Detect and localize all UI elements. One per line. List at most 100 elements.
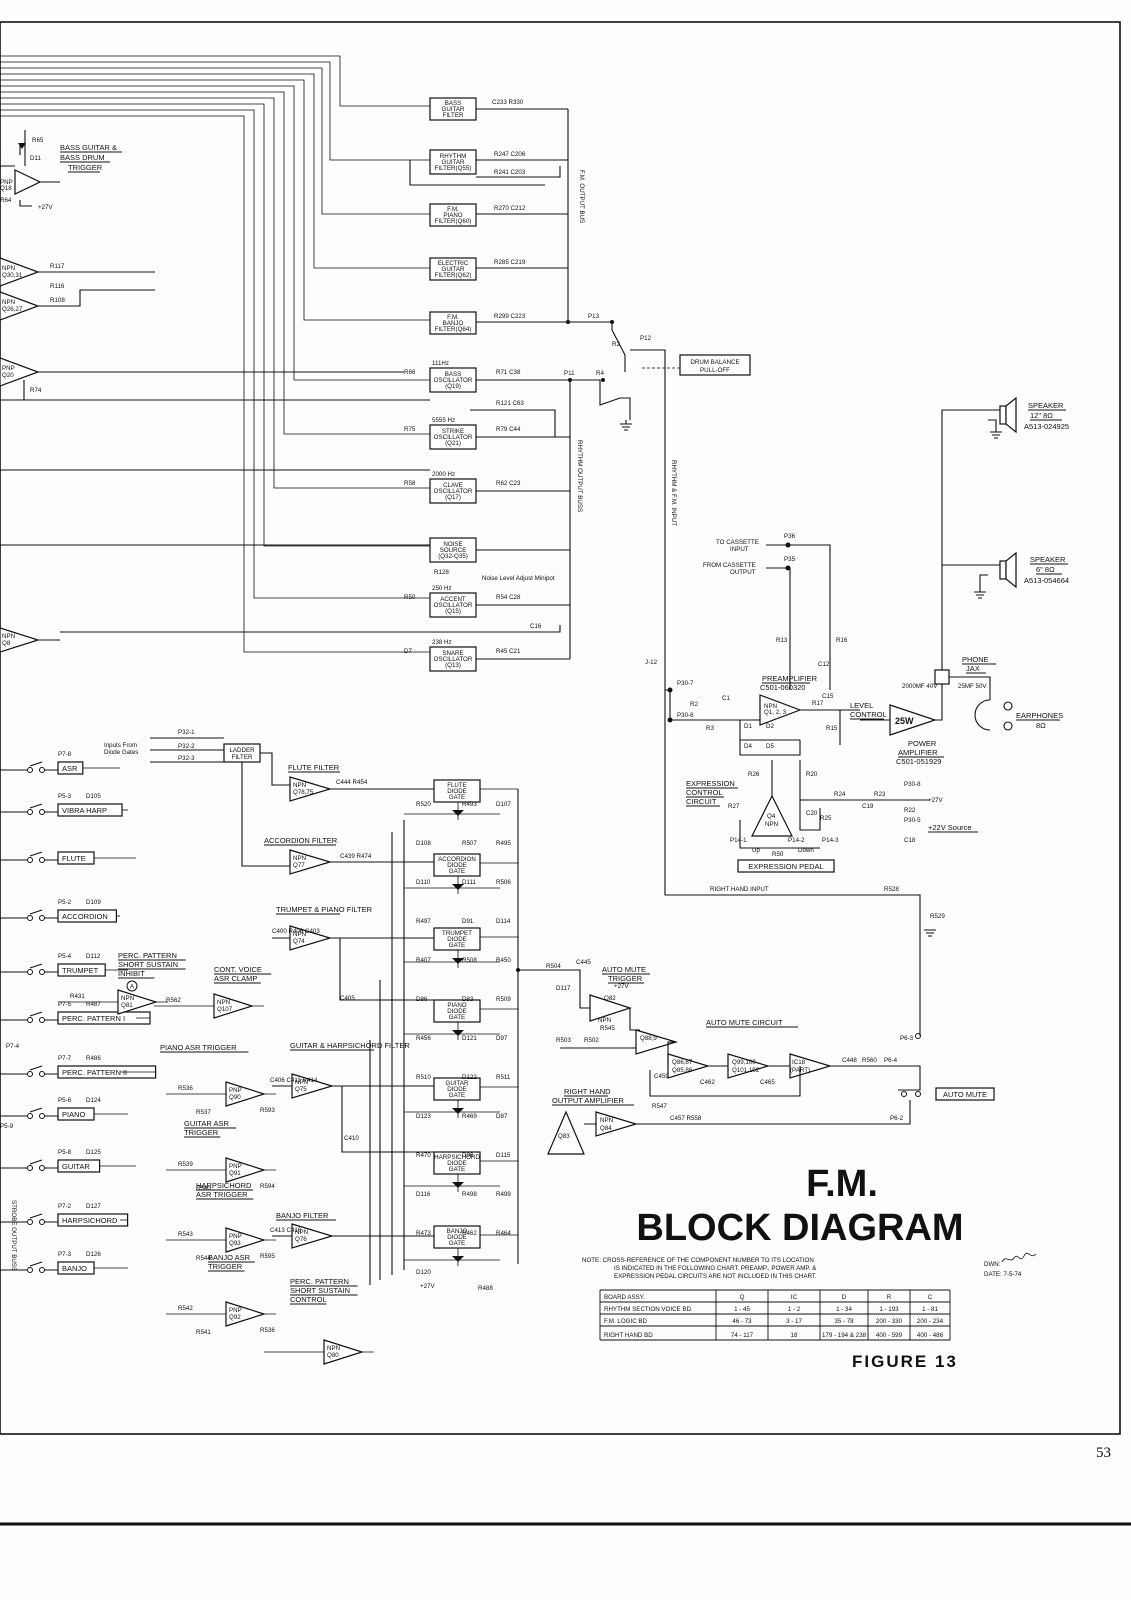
automute-part: C459 bbox=[654, 1073, 669, 1080]
automute-part: Q88,9 bbox=[640, 1035, 657, 1042]
rhythm-fm-input-label: RHYTHM & F.M. INPUT bbox=[670, 460, 677, 526]
pnp-label: PNP bbox=[0, 179, 13, 186]
gate-text: HARPSICHORD bbox=[434, 1154, 480, 1161]
automute-part: IC18 bbox=[792, 1059, 806, 1066]
gate-text: DIODE bbox=[447, 1234, 467, 1241]
vf-npn: NPN bbox=[295, 1079, 308, 1086]
r4-label: R4 bbox=[596, 370, 604, 377]
gate-diode bbox=[452, 1030, 464, 1036]
switch-contact bbox=[27, 1071, 33, 1077]
osc-text: BASS bbox=[445, 371, 462, 378]
switch-contact bbox=[39, 1017, 45, 1023]
r16-label: R16 bbox=[836, 637, 848, 644]
gate-part: R506 bbox=[496, 879, 511, 886]
page-number: 53 bbox=[1096, 1445, 1111, 1461]
automute-part: +27V bbox=[614, 983, 629, 990]
earphones: EARPHONES 8Ω bbox=[1016, 711, 1063, 730]
v27-label: +27V bbox=[928, 797, 943, 804]
osc-text: SNARE bbox=[442, 650, 463, 657]
trigger-out: R540 bbox=[196, 1185, 211, 1192]
q20-label: Q20 bbox=[2, 372, 14, 379]
gate-box bbox=[433, 853, 481, 877]
trigger-type: PNP bbox=[229, 1087, 242, 1094]
gate-part: R509 bbox=[496, 996, 511, 1003]
trigger-title: ASR TRIGGER bbox=[196, 1190, 248, 1199]
gate-text: GATE bbox=[449, 942, 465, 949]
switch-label: VIBRA HARP bbox=[62, 806, 107, 815]
gate-bus bbox=[369, 789, 560, 1285]
trigger-title: CONT. VOICE bbox=[214, 965, 262, 974]
switch-wire bbox=[0, 1159, 58, 1169]
trigger-q: Q90 bbox=[229, 1094, 241, 1101]
npn-label: NPN bbox=[2, 299, 15, 306]
strobe-bus-label: STROBE OUTPUT BUSS bbox=[10, 1200, 17, 1271]
switch-diode: D124 bbox=[86, 1097, 101, 1104]
note-line2: IS INDICATED IN THE FOLLOWING CHART. PRE… bbox=[614, 1265, 817, 1272]
gate-part: R407 bbox=[416, 957, 431, 964]
trigger-title: PIANO ASR TRIGGER bbox=[160, 1043, 237, 1052]
switch-label: FLUTE bbox=[62, 854, 86, 863]
r117-label: R117 bbox=[50, 263, 65, 270]
voice-filter-trumpet: TRUMPET & PIANO FILTER NPN Q74 C400 R406… bbox=[272, 905, 434, 1001]
title-block: F.M. BLOCK DIAGRAM bbox=[636, 1163, 963, 1249]
d4-label: D4 bbox=[744, 743, 752, 750]
gate-part: D120 bbox=[416, 1269, 431, 1276]
vf-parts: C439 R474 bbox=[340, 853, 372, 860]
gate-diode bbox=[452, 1182, 464, 1188]
earphones-line1: EARPHONES bbox=[1016, 711, 1063, 720]
gate-text: DIODE bbox=[447, 1086, 467, 1093]
trigger-title: ASR CLAMP bbox=[214, 974, 257, 983]
table-cell: 18 bbox=[791, 1332, 798, 1339]
trigger-type: PNP bbox=[229, 1307, 242, 1314]
d5-label: D5 bbox=[766, 743, 774, 750]
bass-trigger-line1: BASS GUITAR & bbox=[60, 143, 117, 152]
switch-contact bbox=[39, 1071, 45, 1077]
r3-label: R3 bbox=[706, 725, 714, 732]
gate-diode bbox=[452, 810, 464, 816]
gate-part: R462 bbox=[462, 1230, 477, 1237]
speaker-6: SPEAKER 6" 8Ω A513-054664 bbox=[974, 551, 1069, 599]
osc-text: (Q21) bbox=[445, 440, 461, 447]
switch-contact bbox=[39, 915, 45, 921]
automute-part: C445 bbox=[576, 959, 591, 966]
trigger-part: R431 bbox=[70, 993, 85, 1000]
osc-text: CLAVE bbox=[443, 482, 463, 489]
osc-freq: 250 Hz bbox=[432, 585, 452, 592]
osc-parts: R62 C23 bbox=[496, 480, 521, 487]
power-amp-part: C501-051929 bbox=[896, 757, 941, 766]
gate-part: D97 bbox=[496, 1035, 508, 1042]
preamp-title: PREAMPLIFIER bbox=[762, 674, 818, 683]
gate-part: D107 bbox=[496, 801, 511, 808]
switch-wire bbox=[0, 909, 58, 919]
r17-label: R17 bbox=[812, 700, 824, 707]
r27-label: R27 bbox=[728, 803, 740, 810]
gate-text: DIODE bbox=[447, 862, 467, 869]
switch-diode: D105 bbox=[86, 793, 101, 800]
automute-part: P6-2 bbox=[890, 1115, 904, 1122]
switch-pin: P7-8 bbox=[58, 751, 72, 758]
c19-label: C19 bbox=[862, 803, 874, 810]
table-cell: 1 - 45 bbox=[734, 1306, 750, 1313]
osc-parts: R45 C21 bbox=[496, 648, 521, 655]
misc-p7-4: P7-4 bbox=[6, 1043, 20, 1050]
switch-diode: D112 bbox=[86, 953, 101, 960]
filter-text: FILTER(Q64) bbox=[435, 326, 472, 333]
c15-label: C15 bbox=[822, 693, 834, 700]
c16-label: C16 bbox=[530, 623, 542, 630]
switch-label: BANJO bbox=[62, 1264, 87, 1273]
switch-contact bbox=[39, 1219, 45, 1225]
gate-box bbox=[433, 1225, 481, 1249]
filter-parts: R285 C219 bbox=[494, 259, 526, 266]
vf-q: Q75 bbox=[295, 1086, 307, 1093]
gate-part: D121 bbox=[462, 1035, 477, 1042]
signature bbox=[1001, 1252, 1037, 1263]
r26-label: R26 bbox=[748, 771, 760, 778]
